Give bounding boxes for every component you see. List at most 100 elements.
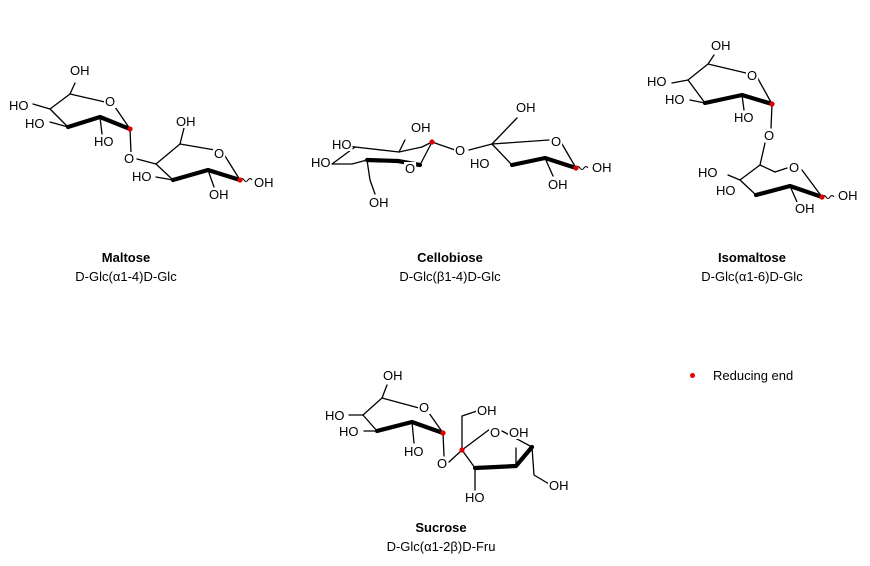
cellobiose-ring-o-2: O <box>551 134 561 149</box>
label-mask <box>515 101 537 114</box>
label-mask <box>715 184 737 197</box>
label-mask <box>746 69 759 82</box>
cellobiose-oh-6b: OH <box>516 100 536 115</box>
maltose-oh-2: HO <box>94 134 114 149</box>
isomaltose-ho-4: HO <box>647 74 667 89</box>
label-mask <box>69 64 91 77</box>
label-mask <box>788 161 801 174</box>
label-mask <box>403 445 425 458</box>
label-mask <box>763 129 776 142</box>
isomaltose-ring-1 <box>671 54 775 129</box>
sucrose-oh-6: OH <box>383 368 403 383</box>
isomaltose-glyco-o: O <box>764 128 774 143</box>
isomaltose-linkage: D-Glc(α1-6)D-Glc <box>701 269 803 284</box>
sucrose-glucose-ring <box>348 384 446 457</box>
label-mask <box>131 170 153 183</box>
label-mask <box>123 152 136 165</box>
cellobiose-ho-3: HO <box>311 155 331 170</box>
maltose-caption: Maltose D-Glc(α1-4)D-Glc <box>36 248 216 286</box>
isomaltose-oh-6: OH <box>711 38 731 53</box>
reducing-end-dot-icon <box>690 373 695 378</box>
label-mask <box>550 135 563 148</box>
label-mask <box>331 138 353 151</box>
cellobiose-ho-4: HO <box>332 137 352 152</box>
cellobiose-reducing-end-dot <box>573 165 579 171</box>
cellobiose-caption: Cellobiose D-Glc(β1-4)D-Glc <box>360 248 540 286</box>
label-mask <box>410 121 432 134</box>
isomaltose-anomeric-dot <box>769 101 775 107</box>
label-mask <box>591 161 613 174</box>
isomaltose-ho-3: HO <box>665 92 685 107</box>
label-mask <box>310 156 332 169</box>
maltose-ho-4: HO <box>9 98 29 113</box>
label-mask <box>418 401 431 414</box>
cellobiose-oh-6: OH <box>369 195 389 210</box>
maltose-ring-2 <box>136 127 253 188</box>
cellobiose-anomeric-dot <box>429 139 435 145</box>
maltose-ho-3: HO <box>25 116 45 131</box>
cellobiose-oh-1: OH <box>592 160 612 175</box>
isomaltose-ring-o-1: O <box>747 68 757 83</box>
cellobiose-ho-3b: HO <box>470 156 490 171</box>
sucrose-labels: OH HO HO O HO O OH O OH HO OH <box>324 368 570 505</box>
cellobiose-labels: HO HO OH O OH O OH O HO OH OH <box>310 100 613 210</box>
label-mask <box>324 409 346 422</box>
isomaltose-oh-1: OH <box>838 188 858 203</box>
sucrose-glc-anomeric-dot <box>440 430 446 436</box>
maltose-oh-6: OH <box>70 63 90 78</box>
label-mask <box>733 111 755 124</box>
sucrose-ring-o-2: O <box>490 425 500 440</box>
legend: Reducing end <box>690 368 793 383</box>
isomaltose-ring-o-2: O <box>789 160 799 175</box>
label-mask <box>253 176 275 189</box>
cellobiose-oh-2: OH <box>411 120 431 135</box>
sucrose-fru-anomeric-dot <box>459 447 465 453</box>
label-mask <box>794 202 816 215</box>
maltose-oh-6b: OH <box>176 114 196 129</box>
maltose-ring-o-1: O <box>105 94 115 109</box>
label-mask <box>338 425 360 438</box>
maltose-oh-2b: OH <box>209 187 229 202</box>
sucrose-fructose-ring <box>448 410 550 491</box>
label-mask <box>213 147 226 160</box>
label-mask <box>697 166 719 179</box>
sucrose-ho-3f: HO <box>465 490 485 505</box>
label-mask <box>368 196 390 209</box>
sucrose-ho-2: HO <box>404 444 424 459</box>
sucrose-structure: OH HO HO O HO O OH O OH HO OH <box>324 368 570 505</box>
sucrose-oh-5f: OH <box>509 425 529 440</box>
label-mask <box>404 162 417 175</box>
label-mask <box>175 115 197 128</box>
isomaltose-labels: OH HO HO O HO O O HO HO OH OH <box>646 38 859 216</box>
label-mask <box>436 457 449 470</box>
label-mask <box>646 75 668 88</box>
isomaltose-ho-4b: HO <box>698 165 718 180</box>
cellobiose-linkage: D-Glc(β1-4)D-Glc <box>399 269 501 284</box>
sucrose-oh-1f: OH <box>477 403 497 418</box>
label-mask <box>710 39 732 52</box>
isomaltose-structure: OH HO HO O HO O O HO HO OH OH <box>646 38 859 216</box>
maltose-oh-1: OH <box>254 175 274 190</box>
sucrose-caption: Sucrose D-Glc(α1-2β)D-Fru <box>351 518 531 556</box>
maltose-glyco-o: O <box>124 151 134 166</box>
legend-label: Reducing end <box>713 368 794 383</box>
isomaltose-ho-3b: HO <box>716 183 736 198</box>
maltose-structure: OH HO HO O HO O OH O HO OH OH <box>8 63 275 202</box>
sucrose-glyco-o: O <box>437 456 447 471</box>
cellobiose-oh-2b: OH <box>548 177 568 192</box>
cellobiose-ring-o-1: O <box>405 161 415 176</box>
label-mask <box>24 117 46 130</box>
isomaltose-ring-2 <box>727 142 835 203</box>
isomaltose-oh-2: HO <box>734 110 754 125</box>
maltose-linkage: D-Glc(α1-4)D-Glc <box>75 269 177 284</box>
label-mask <box>547 178 569 191</box>
cellobiose-ring-2 <box>468 117 589 177</box>
maltose-ring-o-2: O <box>214 146 224 161</box>
sucrose-oh-6f: OH <box>549 478 569 493</box>
isomaltose-reducing-end-dot <box>819 194 825 200</box>
label-mask <box>93 135 115 148</box>
sucrose-ho-3: HO <box>339 424 359 439</box>
maltose-ho-3b: HO <box>132 169 152 184</box>
maltose-labels: OH HO HO O HO O OH O HO OH OH <box>8 63 275 202</box>
